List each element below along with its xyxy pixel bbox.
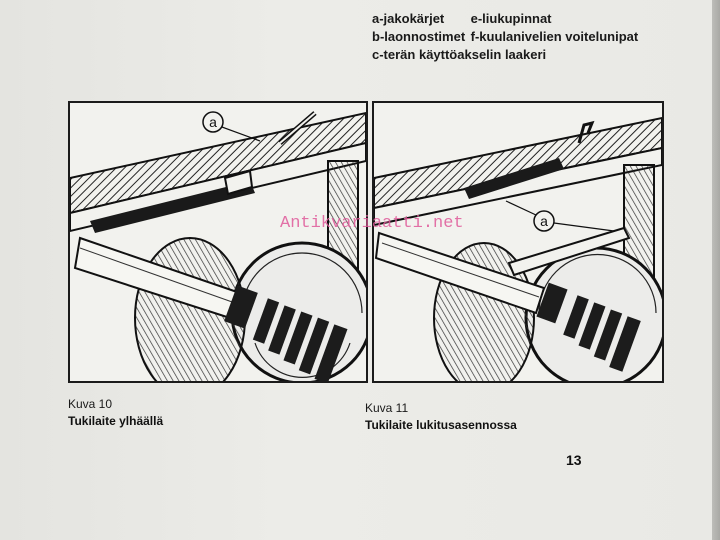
parts-legend: a-jakokärjet e-liukupinnat b-laonnostime… (372, 10, 638, 64)
legend-item-f: f-kuulanivelien voitelunipat (470, 29, 639, 44)
legend-row: a-jakokärjet e-liukupinnat (372, 10, 638, 28)
legend-row: c-terän käyttöakselin laakeri (372, 46, 638, 64)
figure-10-label: Kuva 10 (68, 397, 113, 411)
legend-item-b: b-laonnostimet (372, 29, 466, 44)
figure-11-label: Kuva 11 (365, 401, 409, 415)
legend-row: b-laonnostimet f-kuulanivelien voiteluni… (372, 28, 638, 46)
watermark-text: Antikvariaatti.net (280, 214, 464, 233)
page-edge (712, 0, 720, 540)
figure-11-illustration: a (372, 101, 664, 383)
legend-item-a: a-jakokärjet (372, 11, 445, 26)
legend-item-c: c-terän käyttöakselin laakeri (372, 47, 547, 62)
figure-10-illustration: a (68, 101, 368, 383)
figure-11-drawing: a (374, 116, 662, 381)
figure-10-drawing: a (70, 111, 366, 381)
figure-10-marker: a (209, 114, 217, 130)
page-number: 13 (566, 452, 582, 468)
figure-11-title: Tukilaite lukitusasennossa (365, 418, 517, 432)
figure-11-marker: a (540, 213, 548, 229)
legend-item-e: e-liukupinnat (470, 11, 552, 26)
figure-10-title: Tukilaite ylhäällä (68, 414, 164, 428)
